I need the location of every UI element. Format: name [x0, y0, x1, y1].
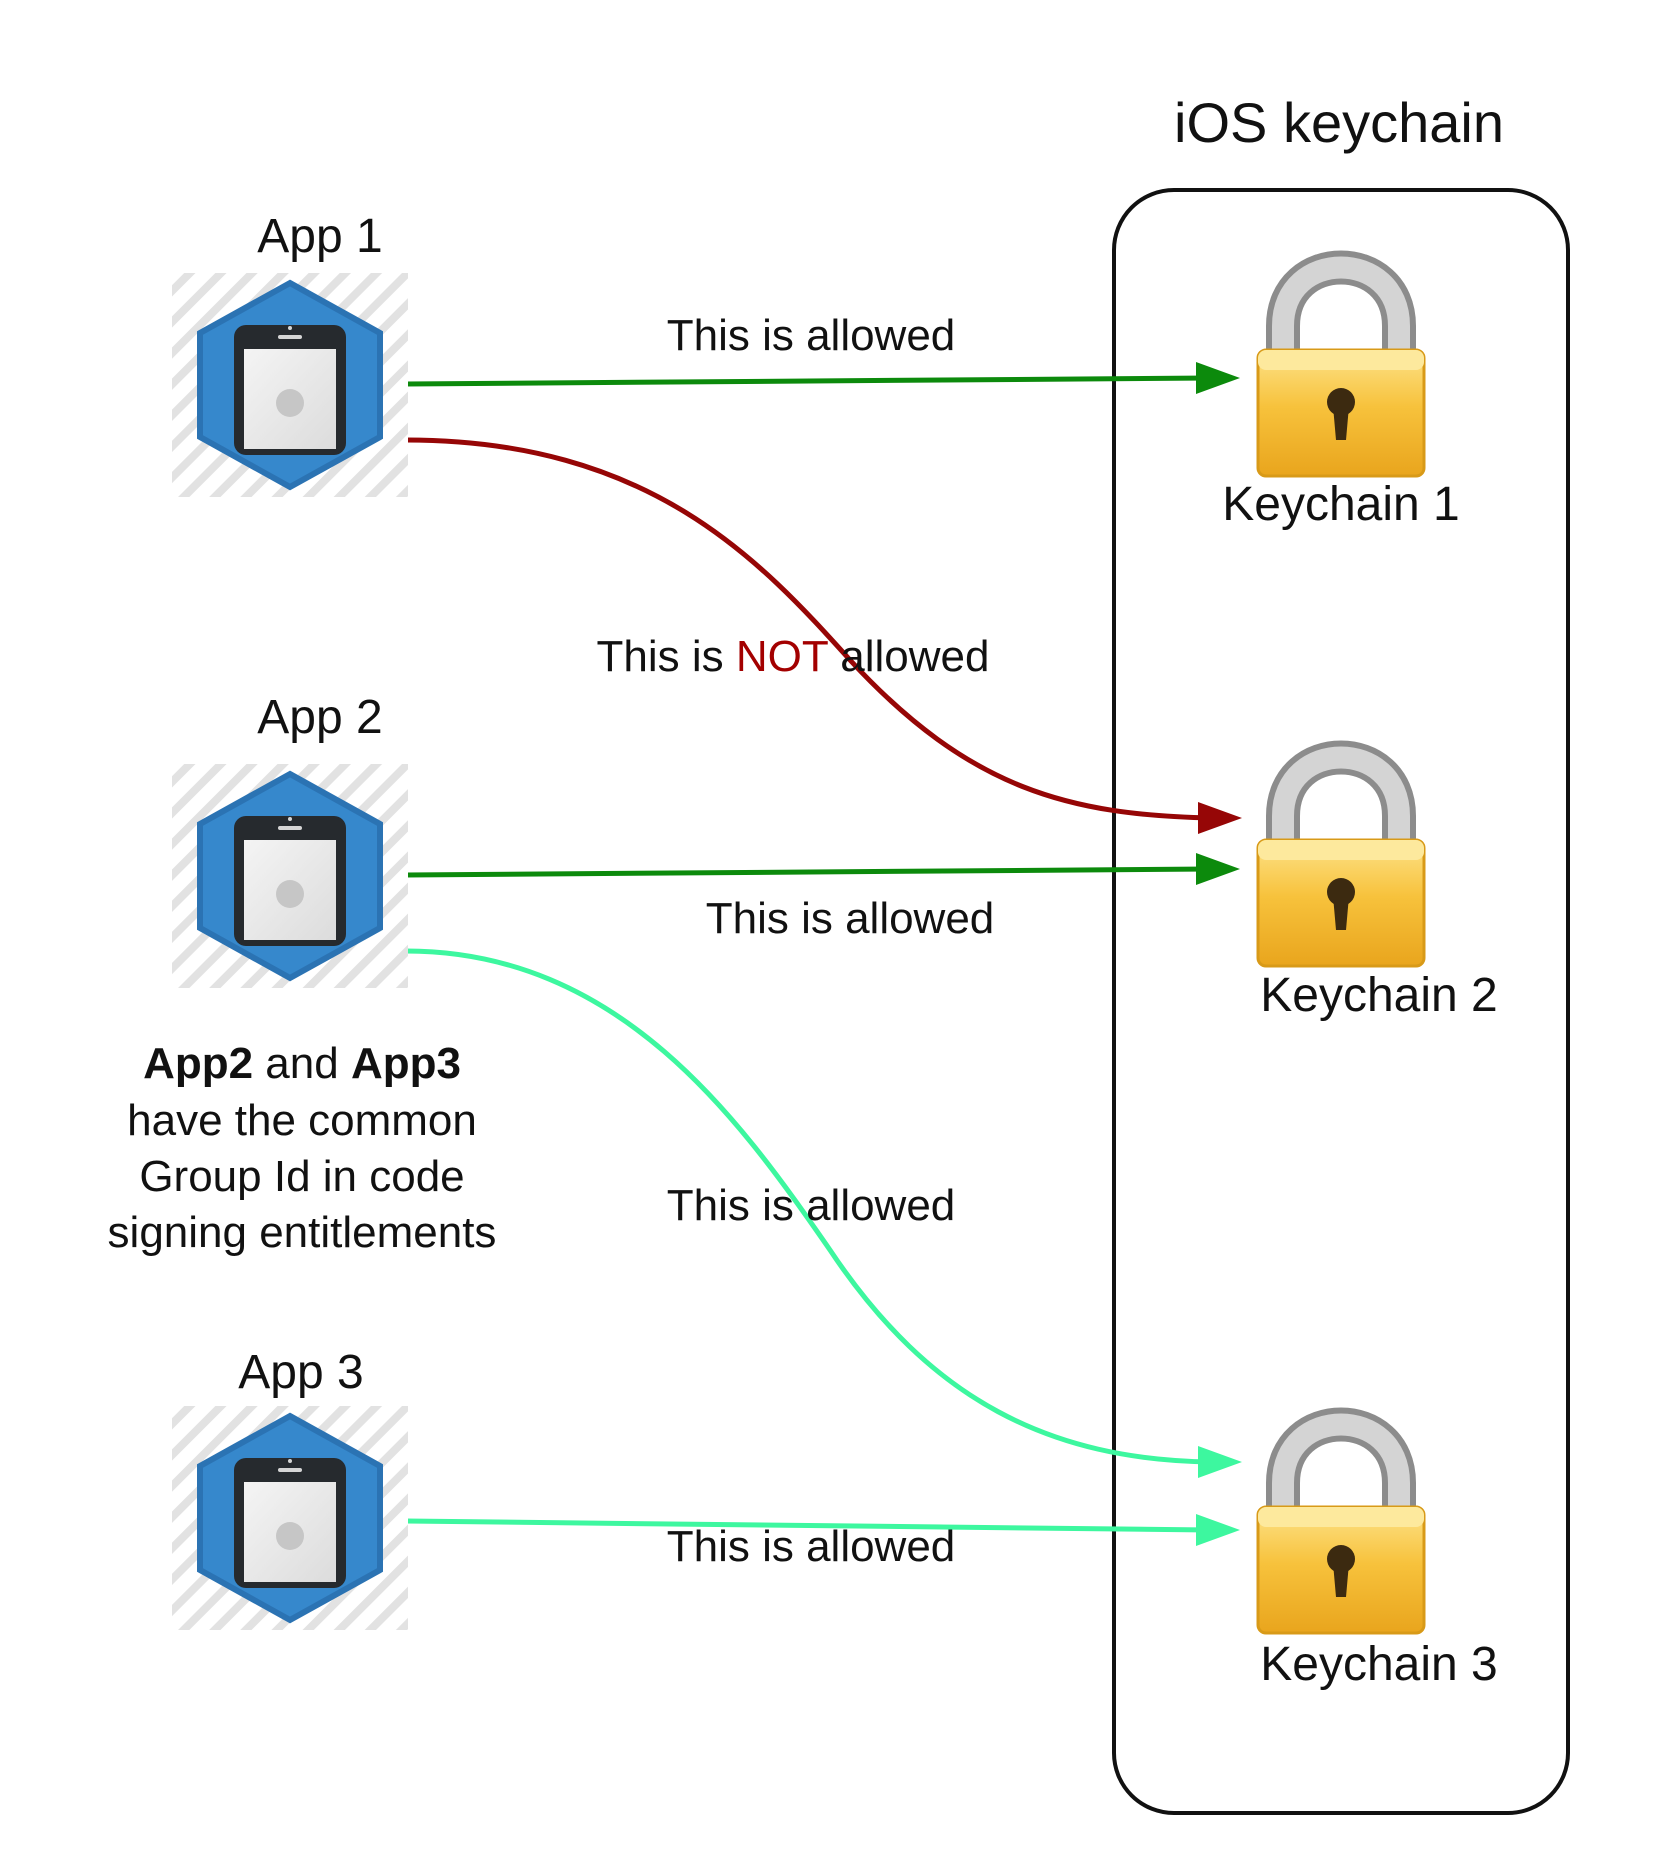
padlock-icon [1256, 250, 1426, 478]
arrowhead-app1-keychain2 [1198, 802, 1242, 834]
edge-label-app2-keychain3: This is allowed [667, 1181, 956, 1230]
edge-label-app1-keychain1: This is allowed [667, 311, 956, 360]
keychain-node-2: Keychain 2 [1256, 740, 1498, 1022]
keychain-node-3: Keychain 3 [1256, 1407, 1498, 1691]
edge-app3-keychain3 [405, 1518, 1211, 1533]
note-line-3: Group Id in code [139, 1152, 464, 1201]
iphone-hexagon-icon [172, 273, 408, 497]
edge-label-not-post: allowed [828, 632, 989, 681]
arrowhead-app2-keychain2 [1196, 853, 1240, 885]
edge-label-app2-keychain2: This is allowed [706, 894, 995, 943]
keychain-label-1: Keychain 1 [1222, 478, 1460, 531]
note-app2: App2 [143, 1039, 253, 1088]
app-node-3: App 3 [172, 1346, 408, 1630]
note-line-1: App2 and App3 [143, 1039, 461, 1088]
padlock-icon [1256, 740, 1426, 968]
edge-app2-keychain2 [405, 866, 1211, 878]
iphone-hexagon-icon [172, 1406, 408, 1630]
keychain-label-3: Keychain 3 [1260, 1638, 1498, 1691]
app-label-1: App 1 [257, 210, 382, 263]
group-id-note: App2 and App3 have the common Group Id i… [108, 1039, 497, 1257]
keychain-node-1: Keychain 1 [1222, 250, 1460, 531]
ios-keychain-container [1112, 188, 1570, 1815]
edge-app1-keychain2 [405, 437, 1213, 821]
iphone-hexagon-icon [172, 764, 408, 988]
app-node-2: App 2 [172, 691, 408, 988]
app-node-1: App 1 [172, 210, 408, 497]
diagram-title: iOS keychain [1174, 91, 1504, 154]
padlock-icon [1256, 1407, 1426, 1635]
edge-label-not-em: NOT [736, 632, 828, 681]
app-label-2: App 2 [257, 691, 382, 744]
edge-label-app3-keychain3: This is allowed [667, 1522, 956, 1571]
edge-label-not-pre: This is [597, 632, 736, 681]
arrowhead-app1-keychain1 [1196, 362, 1240, 394]
note-and: and [253, 1039, 351, 1088]
edge-label-app1-keychain2: This is NOT allowed [597, 632, 990, 681]
edge-app1-keychain1 [405, 375, 1211, 387]
arrowhead-app3-keychain3 [1196, 1514, 1240, 1546]
edges [405, 362, 1242, 1546]
keychain-label-2: Keychain 2 [1260, 969, 1498, 1022]
edge-app2-keychain3 [405, 948, 1213, 1465]
note-line-2: have the common [127, 1096, 477, 1145]
note-line-4: signing entitlements [108, 1208, 497, 1257]
note-app3: App3 [351, 1039, 461, 1088]
arrowhead-app2-keychain3 [1198, 1446, 1242, 1478]
app-label-3: App 3 [238, 1346, 363, 1399]
